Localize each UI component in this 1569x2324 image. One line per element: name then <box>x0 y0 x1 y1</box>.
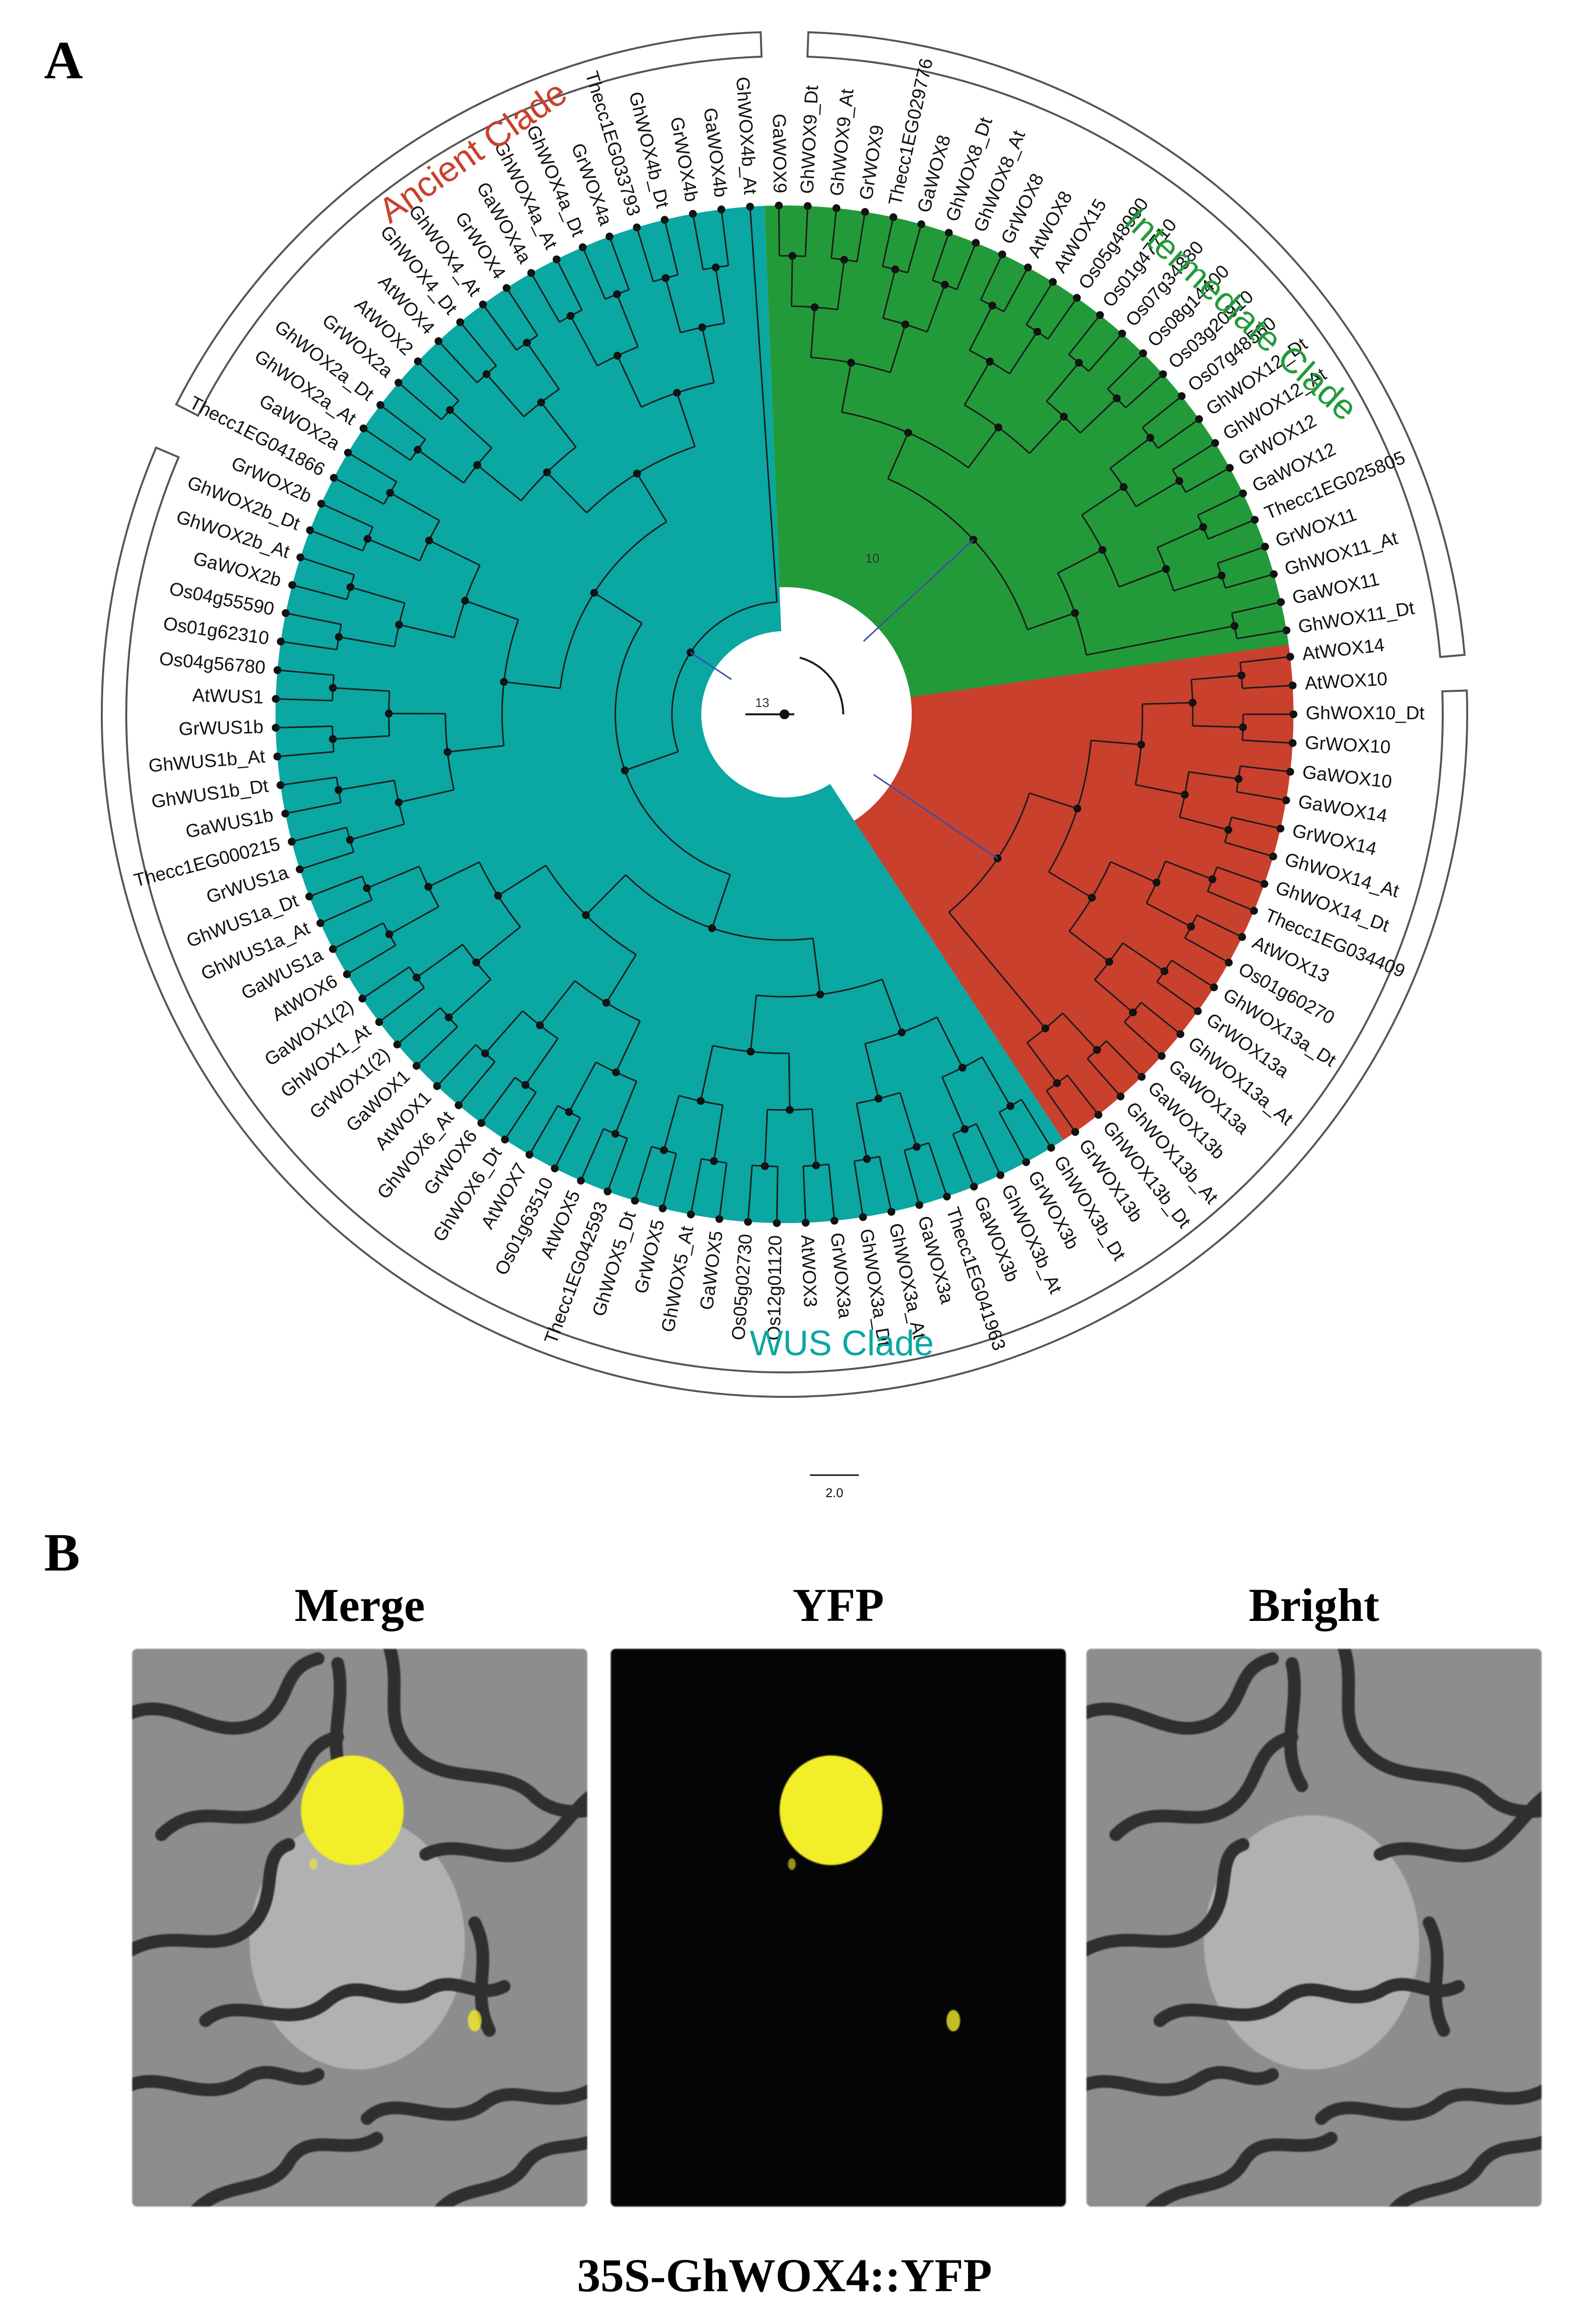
cell-wall <box>1389 2136 1542 2207</box>
clade-label-wus: WUS Clade <box>750 1324 934 1363</box>
cell-wall <box>1086 1652 1279 1735</box>
cell-wall <box>468 1916 496 2037</box>
cell-wall <box>1086 2066 1279 2096</box>
merge-image <box>132 1649 587 2207</box>
yfp-image <box>611 1649 1066 2207</box>
taxon-label: GhWOX9_Dt <box>797 85 823 194</box>
tip-marker <box>998 250 1006 258</box>
cell-wall <box>1145 2132 1338 2207</box>
construct-label: 35S-GhWOX4::YFP <box>577 2249 992 2301</box>
yfp-nucleus-signal <box>301 1755 404 1865</box>
taxon-label: Os01g62310 <box>162 614 270 649</box>
panel-b-letter: B <box>44 1523 80 1582</box>
taxon-label: GaWOX4b <box>699 107 731 199</box>
yfp-nucleus-signal <box>780 1755 882 1865</box>
scale-bar: 2.0 <box>810 1474 859 1500</box>
taxon-label: GhWOX4b_At <box>732 76 761 195</box>
clade-outer-ring <box>101 31 1468 1398</box>
bright-image <box>1086 1649 1542 2207</box>
cell-glow <box>250 1815 465 2070</box>
cell-wall <box>1284 1657 1308 1792</box>
cell-wall <box>419 1791 587 1863</box>
bright-title: Bright <box>1248 1579 1380 1631</box>
cell-wall <box>190 2132 383 2207</box>
taxon-label: GrWOX4b <box>666 115 702 204</box>
taxon-label: Os04g56780 <box>159 649 266 679</box>
clade-bracket-1 <box>806 31 1466 658</box>
cell-wall <box>1423 1916 1450 2037</box>
taxon-label: AtWOX14 <box>1301 635 1386 664</box>
cell-wall <box>132 1652 324 1735</box>
taxon-label: GrWUS1b <box>179 717 264 740</box>
taxon-label: GaWOX10 <box>1301 762 1393 792</box>
taxon-label: GrWOX9 <box>856 124 888 202</box>
cell-wall <box>1154 1978 1465 2027</box>
clade-bracket-0 <box>175 31 763 417</box>
clade-sector-ancient <box>854 642 1294 1140</box>
taxon-label: GaWOX5 <box>696 1230 727 1311</box>
cell-glow <box>1204 1815 1419 2070</box>
taxon-label: Os12g01120 <box>764 1235 786 1341</box>
cell-wall <box>1338 1649 1542 1818</box>
taxon-label: AtWOX3 <box>797 1234 820 1307</box>
cell-wall <box>1315 2084 1542 2125</box>
taxon-label: GaWUS1b <box>184 805 275 843</box>
taxon-label: GhWOX10_Dt <box>1306 703 1425 724</box>
cell-wall <box>132 2066 324 2096</box>
taxon-label: AtWOX10 <box>1304 669 1388 694</box>
scale-bar-label: 2.0 <box>826 1485 843 1500</box>
cell-wall <box>1374 1791 1542 1863</box>
taxon-label: GhWOX9_At <box>827 88 858 197</box>
clade-bracket-2 <box>101 446 1468 1398</box>
taxon-label: GrWOX5 <box>631 1218 669 1296</box>
cell-wall <box>199 1978 510 2027</box>
tip-marker <box>996 1171 1005 1179</box>
cell-wall <box>361 2084 587 2125</box>
taxon-label: GaWOX14 <box>1296 791 1388 826</box>
cell-wall <box>155 1731 344 1841</box>
cell-wall <box>383 1649 587 1818</box>
cell-wall <box>132 1838 295 1957</box>
cell-wall <box>1086 1838 1249 1957</box>
yfp-title: YFP <box>792 1579 884 1631</box>
cell-wall <box>1109 1731 1298 1841</box>
cell-wall <box>435 2136 587 2207</box>
taxon-label: GhWUS1b_At <box>148 746 266 776</box>
taxon-label: GaWOX9 <box>768 114 790 193</box>
merge-title: Merge <box>294 1579 425 1631</box>
taxon-label: GrWOX10 <box>1304 732 1391 758</box>
taxon-label: GrWOX3a <box>826 1232 855 1320</box>
tree-branches: 13 10 <box>272 202 1297 1227</box>
split-support-label: 10 <box>865 551 879 566</box>
taxon-label: AtWUS1 <box>192 685 264 707</box>
clade-sector-wus <box>276 205 1063 1224</box>
root-support-label: 13 <box>755 695 769 710</box>
taxon-label: GhWUS1b_Dt <box>150 775 270 812</box>
panel-a-letter: A <box>44 30 83 90</box>
